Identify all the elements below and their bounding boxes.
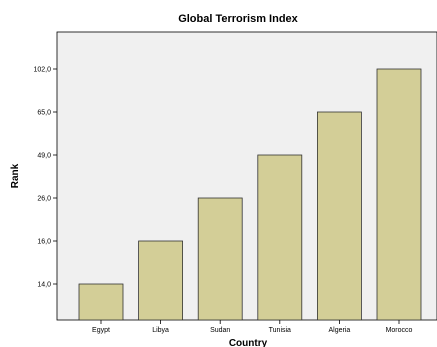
bars-layer	[78, 68, 422, 321]
x-axis-label: Country	[229, 338, 268, 347]
bar-egypt	[78, 283, 124, 321]
bar-algeria	[316, 111, 362, 321]
bar-morocco	[376, 68, 422, 321]
x-axis-ticks: Egypt Libya Sudan Tunisia Algeria Morocco	[92, 320, 413, 334]
x-tick-label: Sudan	[210, 327, 230, 334]
plot-area	[56, 31, 437, 321]
x-tick-label: Tunisia	[269, 327, 291, 334]
y-axis-label: Rank	[10, 163, 21, 188]
bar-sudan	[197, 197, 243, 321]
x-tick-label: Libya	[152, 327, 169, 334]
y-tick-label: 49,0	[37, 153, 51, 160]
y-tick-label: 26,0	[37, 196, 51, 203]
x-tick-label: Morocco	[386, 327, 413, 334]
y-tick-label: 16,0	[37, 239, 51, 246]
y-tick-label: 65,0	[37, 110, 51, 117]
x-tick-label: Egypt	[92, 327, 110, 334]
y-axis-ticks: 14,0 16,0 26,0 49,0 65,0 102,0	[33, 67, 57, 289]
bar-libya	[138, 240, 184, 321]
chart-title: Global Terrorism Index	[178, 13, 298, 25]
x-tick-label: Algeria	[329, 327, 351, 334]
y-tick-label: 102,0	[33, 67, 51, 74]
bar-tunisia	[257, 154, 303, 321]
y-tick-label: 14,0	[37, 282, 51, 289]
